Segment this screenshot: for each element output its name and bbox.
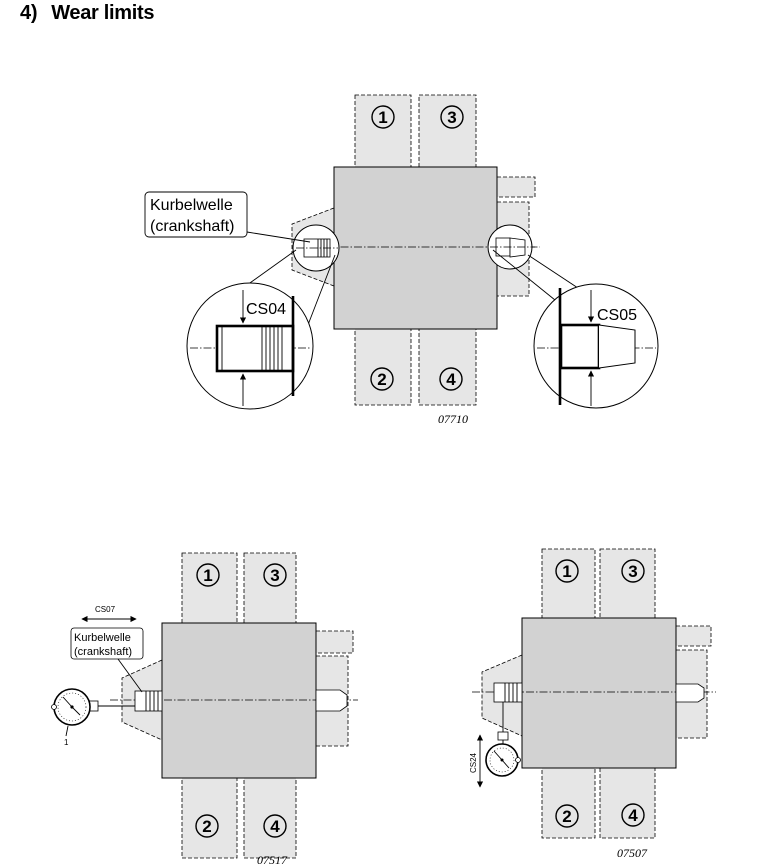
right-housing-top-fig1 bbox=[496, 176, 536, 198]
crankshaft-callout-box-fig1 bbox=[144, 191, 248, 238]
figure-number-07517: 07517 bbox=[257, 853, 288, 867]
cylinder-4-fig3 bbox=[599, 767, 656, 839]
label-cs04: CS04 bbox=[246, 301, 286, 318]
section-number: 4) bbox=[20, 2, 38, 24]
figure-number-07507: 07507 bbox=[617, 846, 648, 860]
dial-gauge-fig2 bbox=[51, 688, 135, 737]
crankcase-body-fig1 bbox=[333, 166, 498, 330]
gauge-label-1: 1 bbox=[64, 738, 69, 747]
crankshaft-stub-fig2 bbox=[134, 690, 163, 712]
right-housing-top-fig3 bbox=[675, 625, 712, 647]
label-cs07: CS07 bbox=[95, 605, 116, 614]
cylinder-number-3-fig2: 3 bbox=[270, 566, 279, 585]
crankcase-body-fig3 bbox=[521, 617, 677, 769]
cylinder-number-1-fig1: 1 bbox=[378, 108, 387, 127]
label-cs24: CS24 bbox=[469, 752, 478, 773]
label-cs05: CS05 bbox=[597, 307, 637, 324]
cylinder-number-4-fig1: 4 bbox=[446, 370, 456, 389]
figure-3-crankshaft-runout: CS24 1 3 2 4 07507 bbox=[469, 548, 716, 860]
figure-2-crankshaft-endplay: 1 CS07 Kurbelwelle (crankshaft) 1 3 2 4 … bbox=[51, 552, 358, 867]
cylinder-number-2-fig2: 2 bbox=[202, 817, 211, 836]
crankcase-body-fig2 bbox=[161, 622, 317, 779]
figure-1-top-view: CS04 CS05 Kurbelwelle (crankshaft) 1 3 2… bbox=[144, 94, 659, 426]
cylinder-number-1-fig2: 1 bbox=[203, 566, 212, 585]
cylinder-4-fig1 bbox=[418, 328, 477, 406]
right-housing-top-fig2 bbox=[315, 630, 354, 654]
cylinder-number-2-fig3: 2 bbox=[562, 807, 571, 826]
figure-number-07710: 07710 bbox=[438, 412, 468, 426]
cylinder-number-3-fig3: 3 bbox=[628, 562, 637, 581]
cylinder-3-fig3 bbox=[599, 548, 656, 619]
callout-kurbelwelle-fig2: Kurbelwelle bbox=[74, 632, 131, 644]
section-heading: 4) Wear limits bbox=[20, 2, 155, 25]
cylinder-number-4-fig2: 4 bbox=[270, 817, 280, 836]
cylinder-number-4-fig3: 4 bbox=[628, 806, 638, 825]
cylinder-2-fig2 bbox=[181, 777, 238, 859]
crankshaft-callout-box-fig2 bbox=[70, 627, 144, 660]
crankshaft-stub-fig3 bbox=[493, 682, 523, 703]
callout-kurbelwelle-fig1: Kurbelwelle bbox=[150, 197, 233, 214]
cylinder-2-fig1 bbox=[354, 328, 412, 406]
callout-crankshaft-fig2: (crankshaft) bbox=[74, 646, 132, 658]
cylinder-1-fig1 bbox=[354, 94, 412, 168]
section-title: Wear limits bbox=[51, 2, 155, 24]
detail-magnified-left bbox=[186, 282, 314, 410]
cylinder-number-1-fig3: 1 bbox=[562, 562, 571, 581]
cylinder-number-2-fig1: 2 bbox=[377, 370, 386, 389]
cylinder-3-fig1 bbox=[418, 94, 477, 168]
cylinder-1-fig3 bbox=[541, 548, 596, 619]
cylinder-number-3-fig1: 3 bbox=[447, 108, 456, 127]
callout-crankshaft-fig1: (crankshaft) bbox=[150, 218, 234, 235]
dial-gauge-fig3 bbox=[485, 702, 521, 777]
cylinder-3-fig2 bbox=[243, 552, 297, 624]
detail-magnified-right bbox=[533, 283, 659, 409]
